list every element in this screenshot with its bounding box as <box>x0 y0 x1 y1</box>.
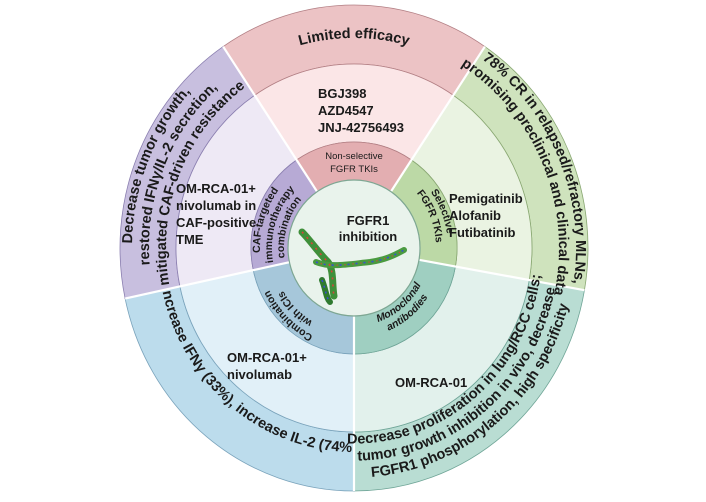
agent-label: JNJ-42756493 <box>318 120 404 135</box>
agents-monoclonal: OM-RCA-01 <box>395 375 467 390</box>
center-label-line-2: inhibition <box>339 229 398 244</box>
sector-monoclonal <box>353 259 585 492</box>
agent-label: OM-RCA-01+ <box>227 350 307 365</box>
agents-caf-combination: OM-RCA-01+ nivolumab in CAF-positive TME <box>176 181 256 247</box>
protein-structure-icon <box>298 228 407 305</box>
sector-divider <box>389 45 486 193</box>
sector-divider <box>124 261 290 300</box>
agent-label: Futibatinib <box>449 225 515 240</box>
agent-label: nivolumab <box>227 367 292 382</box>
agent-label: Pemigatinib <box>449 191 523 206</box>
agent-label: OM-RCA-01+ <box>176 181 256 196</box>
category-label-non-selective: FGFR TKIs <box>330 164 378 175</box>
sectors-layer <box>119 4 589 492</box>
agents-ici-combination: OM-RCA-01+ nivolumab <box>227 350 307 382</box>
agent-label: AZD4547 <box>318 103 374 118</box>
dividers-layer <box>124 45 585 491</box>
outcome-text-non-selective: Limited efficacy <box>297 26 411 49</box>
agents-non-selective: BGJ398 AZD4547 JNJ-42756493 <box>318 86 404 135</box>
sector-divider <box>418 258 585 292</box>
agent-label: nivolumab in <box>176 198 256 213</box>
sector-selective <box>390 45 589 291</box>
center-hub: FGFR1 inhibition <box>287 179 421 317</box>
agent-label: BGJ398 <box>318 86 366 101</box>
sector-divider <box>222 45 319 193</box>
center-label-line-1: FGFR1 <box>347 213 390 228</box>
agent-label: OM-RCA-01 <box>395 375 467 390</box>
sector-caf-combination <box>119 45 318 300</box>
sector-non-selective <box>222 4 486 193</box>
category-label-non-selective: Non-selective <box>325 151 383 162</box>
agent-label: TME <box>176 232 204 247</box>
center-circle <box>287 179 421 317</box>
sector-ici-combination <box>124 261 355 492</box>
agents-selective: Pemigatinib Alofanib Futibatinib <box>449 191 523 240</box>
agent-label: Alofanib <box>449 208 501 223</box>
agent-label: CAF-positive <box>176 215 256 230</box>
